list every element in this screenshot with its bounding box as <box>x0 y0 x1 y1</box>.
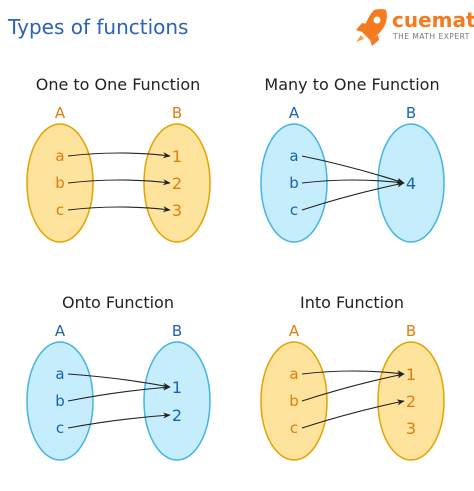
set-b-ellipse <box>377 341 445 461</box>
set-a-element: b <box>55 174 65 192</box>
set-b-label: B <box>406 104 416 122</box>
set-b-element: 2 <box>172 406 182 425</box>
set-a-ellipse <box>260 341 328 461</box>
mapping-arrow <box>67 179 171 186</box>
set-a-label: A <box>55 322 66 340</box>
set-a-element: c <box>290 419 298 437</box>
mapping-arrow <box>67 206 171 213</box>
brand-tagline: THE MATH EXPERT <box>392 32 470 41</box>
set-a-element: a <box>55 147 64 165</box>
mapping-arrow <box>301 181 405 211</box>
set-b-element: 1 <box>172 378 182 397</box>
mapping-arrow <box>67 373 171 389</box>
set-b-element: 4 <box>406 174 416 193</box>
set-b-label: B <box>172 104 182 122</box>
brand-logo: cuemath THE MATH EXPERT <box>356 8 474 46</box>
set-b-ellipse <box>143 123 211 243</box>
set-b-element: 2 <box>172 174 182 193</box>
page-title: Types of functions <box>7 15 188 39</box>
set-a-label: A <box>289 322 300 340</box>
mapping-arrow <box>301 179 405 186</box>
set-b-element: 1 <box>406 365 416 384</box>
mapping-arrow <box>67 384 171 402</box>
mapping-arrow <box>301 372 405 402</box>
rocket-icon <box>356 9 387 46</box>
panel-title: Into Function <box>300 293 404 312</box>
mapping-arrow <box>301 155 405 184</box>
set-b-element: 1 <box>172 147 182 166</box>
set-b-label: B <box>406 322 416 340</box>
set-a-element: b <box>289 174 299 192</box>
set-a-element: a <box>289 147 298 165</box>
mapping-arrow <box>301 399 405 429</box>
brand-name: cuemath <box>392 8 474 32</box>
set-a-ellipse <box>260 123 328 243</box>
set-b-element: 2 <box>406 392 416 411</box>
set-b-ellipse <box>377 123 445 243</box>
set-b-ellipse <box>143 341 211 461</box>
mapping-arrow <box>301 370 405 377</box>
panel-title: Many to One Function <box>264 75 439 94</box>
set-a-element: a <box>55 365 64 383</box>
set-a-label: A <box>289 104 300 122</box>
mapping-arrow <box>67 152 171 159</box>
set-a-ellipse <box>26 123 94 243</box>
set-b-element: 3 <box>172 201 182 220</box>
set-a-element: c <box>290 201 298 219</box>
set-b-label: B <box>172 322 182 340</box>
set-a-element: c <box>56 419 64 437</box>
set-b-element: 3 <box>406 419 416 438</box>
set-a-ellipse <box>26 341 94 461</box>
set-a-label: A <box>55 104 66 122</box>
panel-title: One to One Function <box>36 75 201 94</box>
set-a-element: a <box>289 365 298 383</box>
mapping-arrow <box>67 412 171 429</box>
panel-title: Onto Function <box>62 293 174 312</box>
set-a-element: b <box>289 392 299 410</box>
set-a-element: c <box>56 201 64 219</box>
set-a-element: b <box>55 392 65 410</box>
